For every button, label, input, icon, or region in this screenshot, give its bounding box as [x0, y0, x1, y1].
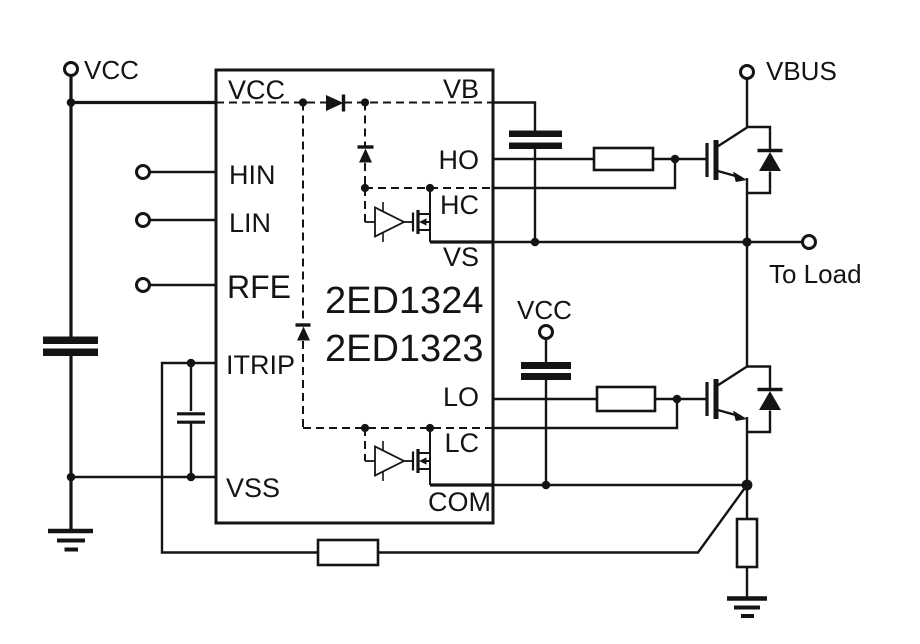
- pin-label-hin: HIN: [229, 160, 276, 190]
- pin-label-lo: LO: [443, 382, 479, 412]
- internal-diode-lower-triangle: [297, 326, 310, 341]
- freewheel-diode-triangle: [759, 391, 781, 410]
- igbt-emitter-arrow-icon: [733, 171, 747, 182]
- igbt-collector-lead: [715, 126, 748, 149]
- pin-label-vb: VB: [443, 74, 479, 104]
- bootstrap-capacitor: [509, 130, 562, 149]
- junction-dot: [741, 479, 753, 491]
- junction-dots: [66, 98, 753, 491]
- internal-diode-upper-triangle: [359, 148, 372, 163]
- vbus-terminal: [739, 64, 755, 80]
- junction-dot: [186, 472, 196, 482]
- capacitor-plate: [521, 362, 571, 369]
- buffer-triangle-icon: [374, 206, 407, 238]
- junction-dot: [66, 472, 76, 482]
- vb-bootstrap-wire: [493, 101, 537, 242]
- pin-label-lin: LIN: [229, 208, 271, 238]
- ho-gate-resistor: [592, 146, 655, 172]
- junction-dot: [360, 423, 370, 433]
- capacitor-plate: [521, 373, 571, 380]
- junction-dot: [672, 394, 682, 404]
- freewheel-diode-loop-wire: [745, 125, 772, 242]
- pin-label-vcc: VCC: [228, 75, 285, 105]
- junction-dot: [742, 237, 752, 247]
- pin-label-rfe: RFE: [227, 269, 291, 305]
- bootstrap-diode: [326, 94, 346, 112]
- ic-part-number-1: 2ED1324: [325, 280, 483, 322]
- vcc-decoupling-capacitor: [521, 362, 571, 380]
- buffer-triangle-icon: [374, 445, 407, 477]
- lc-wire: [493, 399, 679, 430]
- lo-gate-resistor: [595, 385, 657, 413]
- mosfet-arrow-icon: [419, 218, 427, 226]
- itrip-series-resistor: [316, 538, 380, 567]
- ground-symbol-right: [727, 596, 767, 618]
- vcc-lowside-terminal: [538, 324, 554, 340]
- capacitor-plate: [509, 130, 562, 137]
- capacitor-plate: [509, 142, 562, 149]
- high-side-driver-stage: [365, 188, 431, 242]
- capacitor-plate: [43, 336, 98, 344]
- hc-wire: [493, 159, 677, 190]
- internal-dashed-routing: [216, 101, 493, 461]
- rfe-terminal: [135, 277, 151, 293]
- vbus-label: VBUS: [766, 56, 837, 86]
- igbt-collector-lead: [715, 242, 749, 388]
- pin-label-itrip: ITRIP: [226, 350, 295, 380]
- itrip-filter-capacitor: [177, 412, 205, 424]
- vcc-bulk-capacitor: [43, 336, 98, 356]
- pin-label-vss: VSS: [226, 473, 280, 503]
- junction-dot: [670, 154, 680, 164]
- low-side-igbt: [705, 242, 783, 485]
- labels: VCC VBUS To Load VCC VCC HIN LIN RFE ITR…: [84, 55, 862, 517]
- junction-dot: [298, 98, 308, 107]
- mosfet-stubs: [418, 213, 431, 231]
- junction-dot: [360, 183, 370, 193]
- pin-label-ho: HO: [439, 145, 480, 175]
- freewheel-diode-loop-wire: [745, 365, 772, 485]
- to-load-label: To Load: [769, 259, 862, 289]
- junction-dot: [425, 423, 435, 433]
- pin-label-vs: VS: [443, 242, 479, 272]
- junction-dot: [66, 98, 76, 107]
- mosfet-arrow-icon: [419, 457, 427, 465]
- hin-terminal: [135, 164, 151, 180]
- ic-part-number-2: 2ED1323: [325, 328, 483, 370]
- pin-label-hc: HC: [440, 190, 479, 220]
- junction-dot: [425, 183, 435, 193]
- vcc-lowside-label: VCC: [517, 295, 572, 325]
- wires: [69, 75, 803, 598]
- junction-dot: [360, 98, 370, 107]
- mosfet-stubs: [418, 452, 431, 470]
- junction-dot: [541, 480, 551, 490]
- bootstrap-diode-triangle: [326, 95, 344, 111]
- ic-outline: [214, 68, 495, 525]
- vcc-supply-terminal: [63, 61, 79, 77]
- internal-diode-upper: [357, 145, 374, 163]
- ground-symbol-left: [48, 528, 93, 552]
- freewheel-diode-triangle: [759, 152, 781, 171]
- vcc-supply-label: VCC: [84, 55, 139, 85]
- current-shunt-resistor: [735, 517, 759, 569]
- capacitor-plate: [43, 348, 98, 356]
- internal-diode-lower: [295, 323, 311, 341]
- to-load-terminal: [801, 234, 817, 250]
- pin-label-com: COM: [428, 487, 491, 517]
- capacitor-plates: [177, 412, 205, 424]
- low-side-driver-stage: [365, 428, 431, 485]
- igbt-emitter-arrow-icon: [733, 410, 747, 421]
- junction-dot: [530, 237, 540, 247]
- pin-label-lc: LC: [444, 428, 479, 458]
- lin-terminal: [135, 212, 151, 228]
- terminals: [63, 61, 817, 340]
- high-side-igbt: [705, 125, 783, 242]
- junction-dot: [186, 358, 196, 368]
